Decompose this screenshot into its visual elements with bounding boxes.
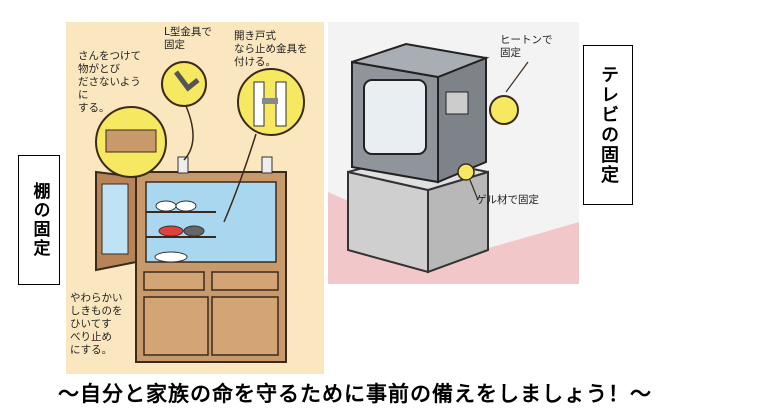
lower-door-left (143, 296, 209, 356)
drawer-left (143, 271, 205, 291)
tv-screen (363, 79, 427, 155)
shelf-illustration (95, 61, 305, 363)
drawer-right (211, 271, 279, 291)
cup (155, 200, 177, 212)
detail-slat-shelf (105, 129, 157, 153)
cup (175, 200, 197, 212)
lower-door-right (211, 296, 279, 356)
tv-side (437, 56, 487, 184)
leader-line (183, 105, 194, 161)
tv-illustration (328, 42, 579, 284)
bracket-left (177, 156, 189, 174)
leader-line (505, 61, 529, 93)
cabinet-glass (145, 181, 277, 263)
tv-illustration-panel: ヒートンで 固定 ゲル材で固定 (328, 22, 579, 284)
hook-highlight (489, 95, 519, 125)
latch-bar (262, 98, 278, 104)
note-l-bracket: L型金具で 固定 (164, 26, 212, 51)
l-bracket-shape (174, 70, 200, 92)
leader-line (223, 133, 257, 223)
note-slats: さんをつけて 物がとび ださないよう に する。 (78, 50, 141, 114)
tv-fixing-label: テレビの固定 (583, 45, 633, 205)
bowl (183, 225, 205, 237)
tv-top (351, 42, 490, 79)
note-door-latch: 開き戸式 なら止め金具を 付ける。 (234, 30, 308, 68)
note-non-slip: やわらかい しきものを ひいてす べり止め にする。 (70, 292, 123, 356)
note-hook: ヒートンで 固定 (500, 34, 553, 59)
gel-highlight (457, 163, 475, 181)
shelf-fixing-label: 棚の固定 (18, 155, 60, 285)
shelf-illustration-panel: さんをつけて 物がとび ださないよう に する。 L型金具で 固定 開き戸式 な… (66, 22, 324, 374)
slogan-text: ～自分と家族の命を守るために事前の備えをしましょう！～ (58, 382, 652, 406)
tv-vent (445, 91, 469, 115)
door-glass (101, 183, 129, 255)
note-gel: ゲル材で固定 (476, 194, 539, 206)
leader-line (469, 179, 479, 201)
bracket-right (261, 156, 273, 174)
plate (154, 251, 188, 263)
bowl (158, 225, 184, 237)
